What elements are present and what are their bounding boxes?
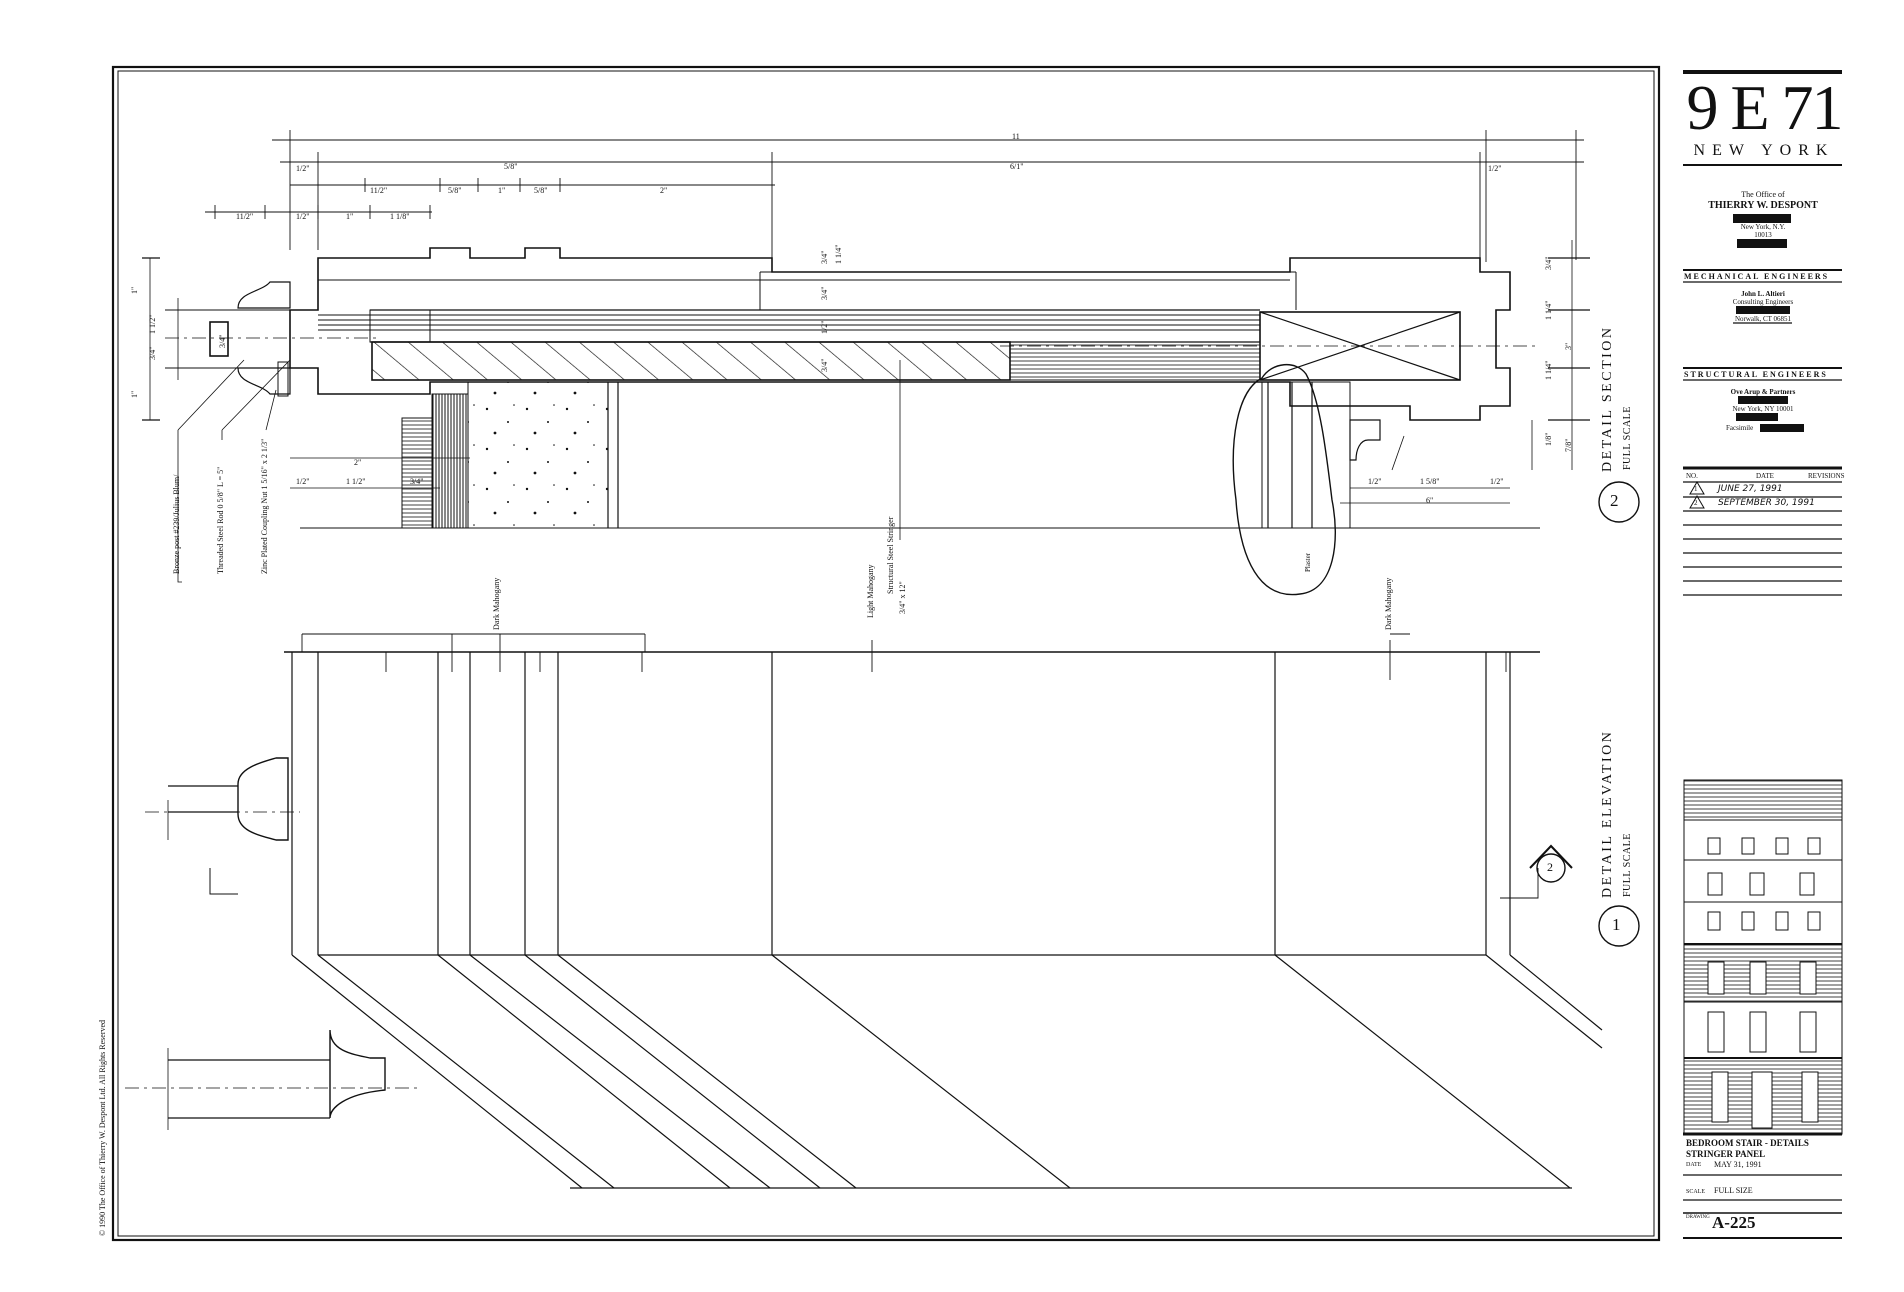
dim-top-overall: 11 xyxy=(1012,132,1020,141)
dim-b: 5/8" xyxy=(504,162,518,171)
section-1-bubble xyxy=(1598,905,1640,947)
dim-s-g: 1/2" xyxy=(1490,477,1504,486)
dim-f: 5/8" xyxy=(448,186,462,195)
detail-1-number: 1 xyxy=(1612,915,1621,934)
structural-fax-label: Facsimile xyxy=(1726,424,1754,432)
dim-v-top: 3/4" xyxy=(1544,256,1553,271)
dim-g: 1" xyxy=(498,186,506,195)
dim-k: 1/2" xyxy=(296,212,310,221)
dim-c: 6/1" xyxy=(1010,162,1024,171)
note-stringer-size: 3/4" x 12" xyxy=(898,581,907,614)
structural-name: Ove Arup & Partners xyxy=(1730,388,1796,396)
mechanical-firm: Consulting Engineers xyxy=(1732,298,1794,306)
note-bronze-post: Bronze post #239/Julius Blum/ xyxy=(172,474,181,574)
project-name: 9 E 71 xyxy=(1686,72,1843,143)
building-elevation-image xyxy=(1683,779,1843,1135)
note-steel-stringer: Structural Steel Stringer xyxy=(886,516,895,594)
sheet-date: MAY 31, 1991 xyxy=(1714,1160,1762,1169)
sheet-date-label: DATE xyxy=(1686,1162,1702,1168)
note-steel-rod: Threaded Steel Rod 0 5/8" L = 5" xyxy=(216,466,225,574)
dim-l-c: 3/4" xyxy=(148,346,157,361)
dim-s-c: 3/4" xyxy=(410,477,424,486)
revisions-col-date: DATE xyxy=(1756,472,1774,480)
detail-section-drawing xyxy=(142,240,1640,596)
detail-2-title: DETAIL SECTION xyxy=(1600,325,1615,472)
dim-a: 1/2" xyxy=(296,164,310,173)
dim-d: 1/2" xyxy=(1488,164,1502,173)
dim-s-b: 1 1/2" xyxy=(346,477,366,486)
dim-v-h: 3" xyxy=(1564,342,1573,350)
sheet-drawing-label: DRAWING xyxy=(1686,1215,1710,1220)
section-marker-number: 2 xyxy=(1547,860,1553,874)
dim-v-j: 1/8" xyxy=(1544,432,1553,447)
revision-row-1-date: JUNE 27, 1991 xyxy=(1718,484,1783,494)
detail-2-number: 2 xyxy=(1610,491,1619,510)
dim-m: 1 1/8" xyxy=(390,212,410,221)
sheet-scale: FULL SIZE xyxy=(1714,1186,1753,1195)
mechanical-heading: MECHANICAL ENGINEERS xyxy=(1684,272,1830,281)
dim-l-b: 1 1/2" xyxy=(148,314,157,335)
structural-city: New York, NY 10001 xyxy=(1732,405,1794,413)
detail-1-title: DETAIL ELEVATION xyxy=(1600,729,1615,898)
dim-l-d: 3/4" xyxy=(218,334,227,349)
dim-v-c: 1/2" xyxy=(820,320,829,335)
section-2-bubble xyxy=(1598,481,1640,523)
dim-s-f: 1 5/8" xyxy=(1420,477,1440,486)
detail-2-scale: FULL SCALE xyxy=(1622,406,1633,470)
sheet-title-2: STRINGER PANEL xyxy=(1686,1149,1766,1159)
sheet-title-1: BEDROOM STAIR - DETAILS xyxy=(1686,1138,1809,1148)
dim-v-i: 7/8" xyxy=(1564,438,1573,453)
detail-elevation-drawing xyxy=(125,633,1640,1189)
revisions-col-rev: REVISIONS xyxy=(1808,472,1845,480)
note-dark-mahogany-left: Dark Mahogany xyxy=(492,577,501,630)
mechanical-city: Norwalk, CT 06851 xyxy=(1734,315,1792,323)
detail-1-scale: FULL SCALE xyxy=(1622,833,1633,897)
note-light-mahogany: Light Mahogany xyxy=(866,564,875,618)
dim-h: 5/8" xyxy=(534,186,548,195)
dim-l-a: 1" xyxy=(130,286,139,294)
dim-s-a: 1/2" xyxy=(296,477,310,486)
dimension-strings xyxy=(205,130,1584,262)
office-name: THIERRY W. DESPONT xyxy=(1708,200,1818,211)
mechanical-name: John L. Altieri xyxy=(1741,290,1785,298)
dim-l-e: 1" xyxy=(130,390,139,398)
plaster-cloud xyxy=(1232,364,1336,596)
office-city: New York, N.Y. xyxy=(1740,223,1786,231)
revision-row-1-no: 1 xyxy=(1694,485,1698,493)
office-zip: 10013 xyxy=(1754,231,1772,239)
revision-row-2-date: SEPTEMBER 30, 1991 xyxy=(1718,498,1815,508)
sheet-border-outer xyxy=(111,65,1661,1242)
dim-v-b: 1 1/4" xyxy=(834,244,843,265)
dim-s-e: 1/2" xyxy=(1368,477,1382,486)
note-plaster: Plaster xyxy=(1304,552,1312,572)
dim-s-h: 6" xyxy=(1426,496,1434,505)
section-marker-bubble xyxy=(1536,853,1566,883)
sheet-drawing-no: A-225 xyxy=(1712,1213,1756,1232)
office-prefix: The Office of xyxy=(1741,190,1785,199)
project-city: NEW YORK xyxy=(1693,142,1835,159)
dim-i: 2" xyxy=(660,186,668,195)
note-coupling-nut: Zinc Plated Coupling Nut 1 5/16" x 2 1/3… xyxy=(260,438,269,574)
dim-s-d: 2" xyxy=(354,458,362,467)
dim-v-a: 3/4" xyxy=(820,250,829,265)
sheet-scale-label: SCALE xyxy=(1686,1189,1706,1195)
dim-e: 11/2" xyxy=(370,186,388,195)
structural-heading: STRUCTURAL ENGINEERS xyxy=(1684,370,1828,379)
copyright-notice: © 1990 The Office of Thierry W. Despont … xyxy=(98,1019,107,1236)
revisions-col-no: NO. xyxy=(1686,472,1698,480)
dim-l: 1" xyxy=(346,212,354,221)
note-dark-mahogany-right: Dark Mahogany xyxy=(1384,577,1393,630)
dim-v-d: 3/4" xyxy=(820,286,829,301)
revision-row-2-no: 2 xyxy=(1694,499,1698,507)
dim-v-g: 1 1/4" xyxy=(1544,360,1553,381)
dim-v-f: 1 1/4" xyxy=(1544,300,1553,321)
dim-v-e: 3/4" xyxy=(820,358,829,373)
sheet-border-inner xyxy=(117,70,1655,1237)
dim-j: 11/2" xyxy=(236,212,254,221)
